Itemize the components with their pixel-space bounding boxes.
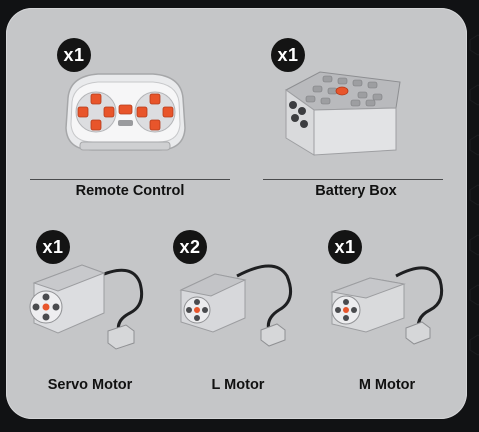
component-label: Servo Motor [47, 377, 133, 393]
quantity-badge: x2 [173, 230, 207, 264]
servo-motor-icon [29, 264, 144, 350]
component-label: Remote Control [75, 183, 185, 199]
divider-line [30, 179, 230, 180]
l-motor-icon [179, 264, 293, 347]
quantity-badge: x1 [36, 230, 70, 264]
divider-line [263, 179, 443, 180]
quantity-badge: x1 [57, 38, 91, 72]
remote-control-icon [65, 73, 186, 151]
battery-box-icon [285, 71, 401, 156]
component-label: L Motor [211, 377, 265, 393]
component-label: M Motor [358, 377, 416, 393]
component-label: Battery Box [315, 183, 397, 199]
quantity-badge: x1 [328, 230, 362, 264]
quantity-badge: x1 [271, 38, 305, 72]
m-motor-icon [330, 266, 444, 345]
